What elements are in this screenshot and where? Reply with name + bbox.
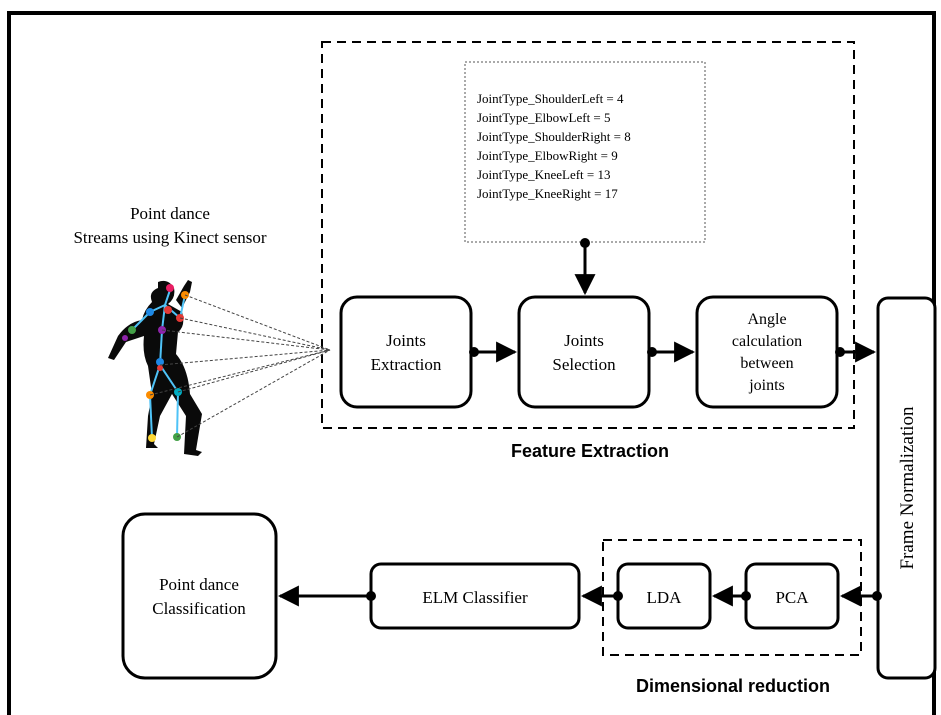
joints-selection-label: Selection xyxy=(552,355,616,374)
lda-label: LDA xyxy=(647,588,683,607)
joint-type-item: JointType_KneeLeft = 13 xyxy=(477,167,611,182)
angle-calculation-label: joints xyxy=(748,377,785,394)
frame-normalization-label: Frame Normalization xyxy=(897,406,918,570)
feature-extraction-label: Feature Extraction xyxy=(511,441,669,461)
angle-calculation-label: Angle xyxy=(747,311,786,328)
dimensional-reduction-label: Dimensional reduction xyxy=(636,676,830,696)
sensor-title-line2: Streams using Kinect sensor xyxy=(73,228,266,247)
joint-type-item: JointType_ShoulderRight = 8 xyxy=(477,129,631,144)
feature-extraction-group xyxy=(321,41,855,429)
classification-block xyxy=(121,512,278,680)
joint-type-item: JointType_KneeRight = 17 xyxy=(477,186,618,201)
joints-selection-label: Joints xyxy=(564,331,604,350)
joints-extraction-label: Joints xyxy=(386,331,426,350)
joint-type-item: JointType_ShoulderLeft = 4 xyxy=(477,91,624,106)
joints-extraction-block xyxy=(339,295,473,409)
classification-label: Classification xyxy=(152,599,246,618)
joints-extraction-label: Extraction xyxy=(371,355,442,374)
skeleton-figure-icon xyxy=(108,280,202,456)
joint-type-item: JointType_ElbowRight = 9 xyxy=(477,148,618,163)
angle-calculation-label: calculation xyxy=(732,333,802,350)
angle-calculation-label: between xyxy=(740,355,793,372)
joints-selection-block xyxy=(517,295,651,409)
connectors xyxy=(277,238,882,607)
sensor-rays xyxy=(149,294,331,438)
frame-normalization-block xyxy=(876,296,937,680)
joint-type-item: JointType_ElbowLeft = 5 xyxy=(477,110,611,125)
joint-types-list: JointType_ShoulderLeft = 4 JointType_Elb… xyxy=(477,91,631,201)
sensor-title-line1: Point dance xyxy=(130,204,210,223)
elm-classifier-label: ELM Classifier xyxy=(422,588,528,607)
pca-label: PCA xyxy=(775,588,809,607)
classification-label: Point dance xyxy=(159,575,239,594)
